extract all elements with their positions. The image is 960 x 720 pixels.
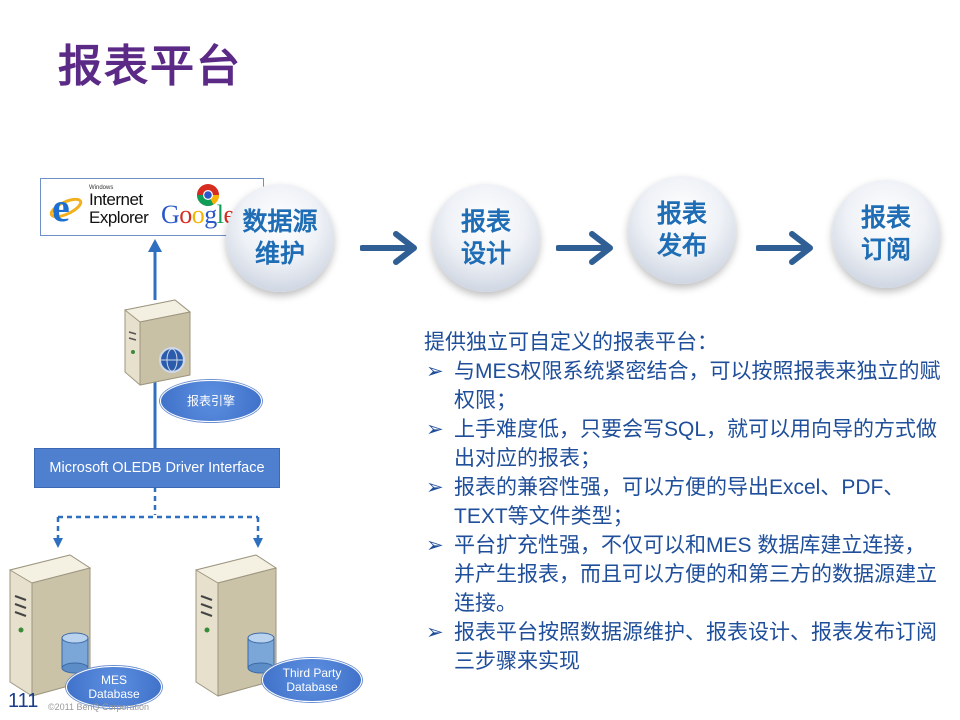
step-label-line1: 报表 <box>460 208 511 236</box>
description-item-text: 报表平台按照数据源维护、报表设计、报表发布订阅三步骤来实现 <box>454 621 937 673</box>
step-report-design: 报表设计 <box>432 184 540 292</box>
page-number: 111 <box>8 690 39 712</box>
ie-windows-label: Windows <box>89 185 114 191</box>
third-party-database-label-line2: Database <box>286 680 338 694</box>
ie-name-line1: Internet <box>89 190 143 209</box>
google-letter: g <box>204 200 217 229</box>
step-label-line2: 订阅 <box>860 236 911 264</box>
mes-database-label-line1: MES <box>100 673 127 687</box>
globe-icon <box>159 347 185 373</box>
mes-database-cylinder-icon <box>61 632 89 674</box>
google-letter: l <box>216 200 224 229</box>
arrow-right-icon <box>360 231 417 265</box>
third-party-server-icon <box>194 554 278 697</box>
google-logo-text: Google <box>161 201 235 229</box>
step-label-line2: 维护 <box>254 240 305 268</box>
step-report-publish: 报表发布 <box>628 176 736 284</box>
step-data-source-maintenance: 数据源维护 <box>226 184 334 292</box>
ie-name-line2: Explorer <box>89 208 149 227</box>
arrow-right-icon <box>756 231 813 265</box>
bullet-arrow-icon: ➢ <box>426 476 444 499</box>
bullet-arrow-icon: ➢ <box>426 418 444 441</box>
google-letter: G <box>161 200 180 229</box>
step-label-line2: 设计 <box>460 240 511 268</box>
architecture-diagram <box>8 239 278 697</box>
report-engine-server-icon <box>123 299 192 386</box>
report-engine-badge: 报表引擎 <box>160 380 262 422</box>
mes-database-label-line2: Database <box>88 687 140 701</box>
oledb-interface-box: Microsoft OLEDB Driver Interface <box>34 448 280 488</box>
google-letter: o <box>179 200 192 229</box>
bullet-arrow-icon: ➢ <box>426 534 444 557</box>
third-party-database-badge: Third Party Database <box>262 658 362 702</box>
copyright-text: ©2011 BenQ Corporation <box>48 702 150 712</box>
step-label-line1: 数据源 <box>242 208 318 236</box>
browser-logos-box: e Windows Internet Explorer Google <box>40 178 264 236</box>
description-item-text: 上手难度低，只要会写SQL，就可以用向导的方式做出对应的报表； <box>454 418 938 470</box>
connector-arrowhead <box>148 239 162 252</box>
bullet-arrow-icon: ➢ <box>426 621 444 644</box>
description-item: ➢ 报表的兼容性强，可以方便的导出Excel、PDF、TEXT等文件类型； <box>424 473 944 531</box>
description-item-text: 与MES权限系统紧密结合，可以按照报表来独立的赋权限； <box>454 360 941 412</box>
mes-database-badge: MES Database <box>66 666 162 708</box>
description-intro: 提供独立可自定义的报表平台： <box>424 331 718 354</box>
google-letter: o <box>191 200 205 229</box>
third-party-database-label-line1: Third Party <box>282 666 342 680</box>
description-item: ➢ 报表平台按照数据源维护、报表设计、报表发布订阅三步骤来实现 <box>424 618 944 676</box>
arrow-right-icon <box>556 231 613 265</box>
report-engine-label: 报表引擎 <box>186 394 235 408</box>
description-item: ➢ 平台扩充性强，不仅可以和MES 数据库建立连接，并产生报表，而且可以方便的和第… <box>424 531 944 618</box>
google-letter: e <box>223 200 236 229</box>
description-item-text: 报表的兼容性强，可以方便的导出Excel、PDF、TEXT等文件类型； <box>454 476 905 528</box>
chrome-logo-icon <box>197 184 219 206</box>
description-item: ➢ 与MES权限系统紧密结合，可以按照报表来独立的赋权限； <box>424 357 944 415</box>
step-report-subscribe: 报表订阅 <box>832 180 940 288</box>
svg-text:e: e <box>52 185 70 227</box>
step-label-line2: 发布 <box>656 232 707 260</box>
oledb-interface-label: Microsoft OLEDB Driver Interface <box>49 460 265 476</box>
step-label-line1: 报表 <box>860 204 911 232</box>
description-item: ➢ 上手难度低，只要会写SQL，就可以用向导的方式做出对应的报表； <box>424 415 944 473</box>
step-label-line1: 报表 <box>656 200 707 228</box>
slide-title: 报表平台 <box>58 42 242 91</box>
description-item-text: 平台扩充性强，不仅可以和MES 数据库建立连接，并产生报表，而且可以方便的和第三… <box>454 534 937 615</box>
description-block: 提供独立可自定义的报表平台： ➢ 与MES权限系统紧密结合，可以按照报表来独立的赋… <box>424 328 944 676</box>
internet-explorer-logo-icon: e <box>49 185 83 227</box>
bullet-arrow-icon: ➢ <box>426 360 444 383</box>
